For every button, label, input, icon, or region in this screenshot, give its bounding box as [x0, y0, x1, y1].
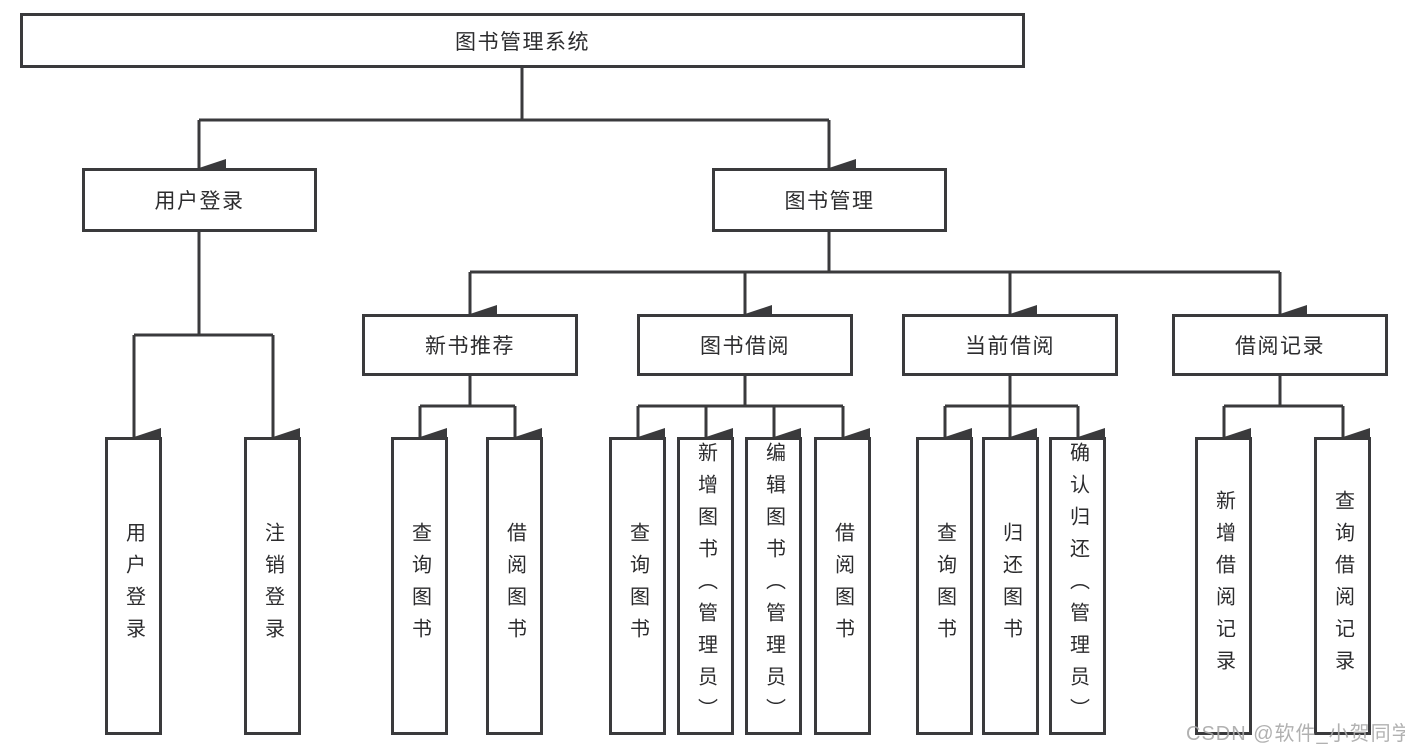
- leaf-borrow-books-2: 借阅图书: [814, 437, 871, 735]
- leaf-query-books-2: 查询图书: [609, 437, 666, 735]
- leaf-add-book-admin: 新增图书（管理员）: [677, 437, 734, 735]
- leaf-label: 新增图书（管理员）: [694, 442, 717, 730]
- node-new-book-recommend: 新书推荐: [362, 314, 578, 376]
- leaf-label: 查询图书: [626, 522, 649, 650]
- leaf-label: 查询图书: [933, 522, 956, 650]
- leaf-label: 借阅图书: [831, 522, 854, 650]
- node-label: 图书借阅: [700, 335, 790, 358]
- node-label: 图书管理系统: [455, 30, 590, 54]
- node-label: 图书管理: [784, 190, 875, 213]
- node-current-borrow: 当前借阅: [902, 314, 1118, 376]
- node-book-management: 图书管理: [712, 168, 947, 232]
- leaf-label: 编辑图书（管理员）: [762, 442, 785, 730]
- leaf-borrow-books-1: 借阅图书: [486, 437, 543, 735]
- leaf-confirm-return-admin: 确认归还（管理员）: [1049, 437, 1106, 735]
- leaf-return-books: 归还图书: [982, 437, 1039, 735]
- leaf-user-login: 用户登录: [105, 437, 162, 735]
- node-library-system: 图书管理系统: [20, 13, 1025, 68]
- node-label: 用户登录: [154, 190, 245, 213]
- leaf-query-books-1: 查询图书: [391, 437, 448, 735]
- node-label: 当前借阅: [965, 335, 1055, 358]
- leaf-label: 查询借阅记录: [1331, 490, 1354, 682]
- node-label: 新书推荐: [425, 335, 515, 358]
- leaf-add-borrow-record: 新增借阅记录: [1195, 437, 1252, 735]
- leaf-logout: 注销登录: [244, 437, 301, 735]
- leaf-query-books-3: 查询图书: [916, 437, 973, 735]
- leaf-query-borrow-record: 查询借阅记录: [1314, 437, 1371, 735]
- leaf-label: 注销登录: [261, 522, 284, 650]
- leaf-label: 借阅图书: [503, 522, 526, 650]
- leaf-label: 归还图书: [999, 522, 1022, 650]
- node-label: 借阅记录: [1235, 335, 1325, 358]
- node-book-borrow: 图书借阅: [637, 314, 853, 376]
- watermark: CSDN @软件_小贺同学: [1186, 723, 1405, 745]
- node-user-login: 用户登录: [82, 168, 317, 232]
- leaf-label: 用户登录: [122, 522, 145, 650]
- leaf-label: 确认归还（管理员）: [1066, 442, 1089, 730]
- leaf-edit-book-admin: 编辑图书（管理员）: [745, 437, 802, 735]
- node-borrow-records: 借阅记录: [1172, 314, 1388, 376]
- leaf-label: 查询图书: [408, 522, 431, 650]
- leaf-label: 新增借阅记录: [1212, 490, 1235, 682]
